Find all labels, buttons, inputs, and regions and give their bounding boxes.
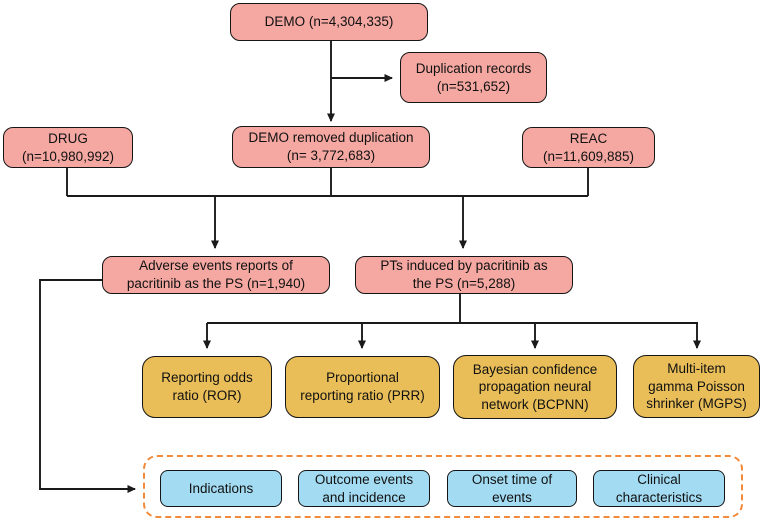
node-bcpnn: Bayesian confidence propagation neural n… <box>453 355 617 419</box>
node-duplication-records: Duplication records (n=531,652) <box>400 52 547 103</box>
node-indications: Indications <box>160 470 282 507</box>
node-clinical-characteristics: Clinical characteristics <box>593 470 725 507</box>
node-reac: REAC (n=11,609,885) <box>522 127 655 168</box>
analysis-outputs-group <box>143 455 743 518</box>
node-mgps: Multi-item gamma Poisson shrinker (MGPS) <box>633 355 760 418</box>
node-demo-label: DEMO (n=4,304,335) <box>264 14 394 30</box>
node-onset-time: Onset time of events <box>447 470 577 507</box>
node-pts-induced: PTs induced by pacritinib as the PS (n=5… <box>355 256 573 294</box>
node-outcome-events: Outcome events and incidence <box>298 470 430 507</box>
node-ror: Reporting odds ratio (ROR) <box>142 356 272 418</box>
node-demo-removed-duplication: DEMO removed duplication (n= 3,772,683) <box>232 126 430 168</box>
node-drug: DRUG (n=10,980,992) <box>3 127 133 168</box>
node-demo: DEMO (n=4,304,335) <box>230 3 428 41</box>
node-prr: Proportional reporting ratio (PRR) <box>285 356 440 418</box>
node-adverse-events-reports: Adverse events reports of pacritinib as … <box>102 256 330 294</box>
